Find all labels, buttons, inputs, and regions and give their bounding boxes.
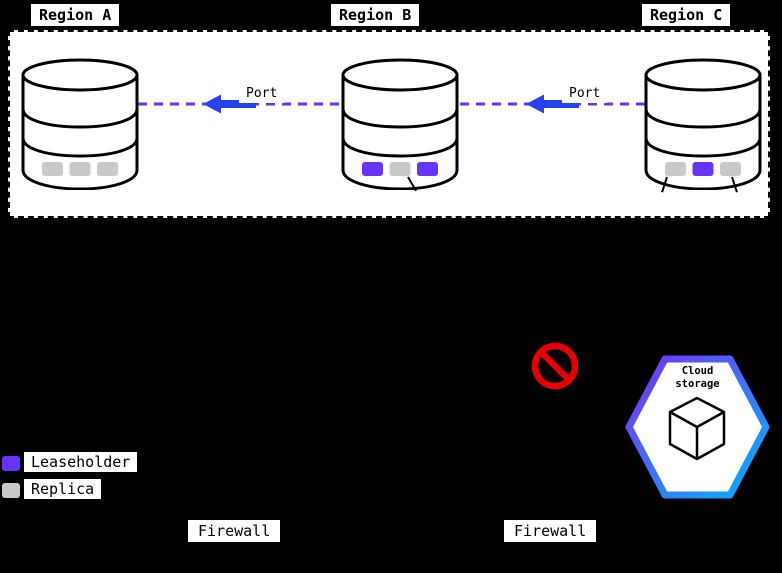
- no-access-icon: [531, 342, 579, 390]
- region-label-a: Region A: [31, 4, 120, 26]
- arrow-icon-bc: [526, 94, 579, 114]
- port-label-bc: Port: [562, 84, 608, 103]
- cloud-storage-label: Cloud storage: [675, 365, 720, 390]
- legend-label-leaseholder: Leaseholder: [24, 452, 138, 472]
- replica-badge: [42, 162, 63, 176]
- cube-icon: [668, 397, 726, 461]
- region-label-c: Region C: [642, 4, 731, 26]
- replica-badge: [389, 162, 411, 176]
- database-icon-region-a: [21, 58, 139, 190]
- legend-label-replica: Replica: [24, 479, 102, 499]
- leaseholder-badge: [362, 162, 383, 176]
- firewall-label-2: Firewall: [504, 520, 597, 542]
- leaseholder-badge: [692, 162, 714, 176]
- firewall-label-1: Firewall: [188, 520, 281, 542]
- replica-badge: [69, 162, 91, 176]
- replica-badge: [720, 162, 741, 176]
- database-icon-region-c: [644, 58, 762, 190]
- arrow-icon-ab: [203, 94, 256, 114]
- port-label-ab: Port: [239, 84, 285, 103]
- database-icon-region-b: [341, 58, 459, 190]
- leaseholder-badge: [417, 162, 438, 176]
- region-label-b: Region B: [331, 4, 420, 26]
- leaseholder-swatch: [2, 456, 20, 471]
- replica-badge: [665, 162, 686, 176]
- replica-badge: [97, 162, 118, 176]
- replica-swatch: [2, 483, 20, 498]
